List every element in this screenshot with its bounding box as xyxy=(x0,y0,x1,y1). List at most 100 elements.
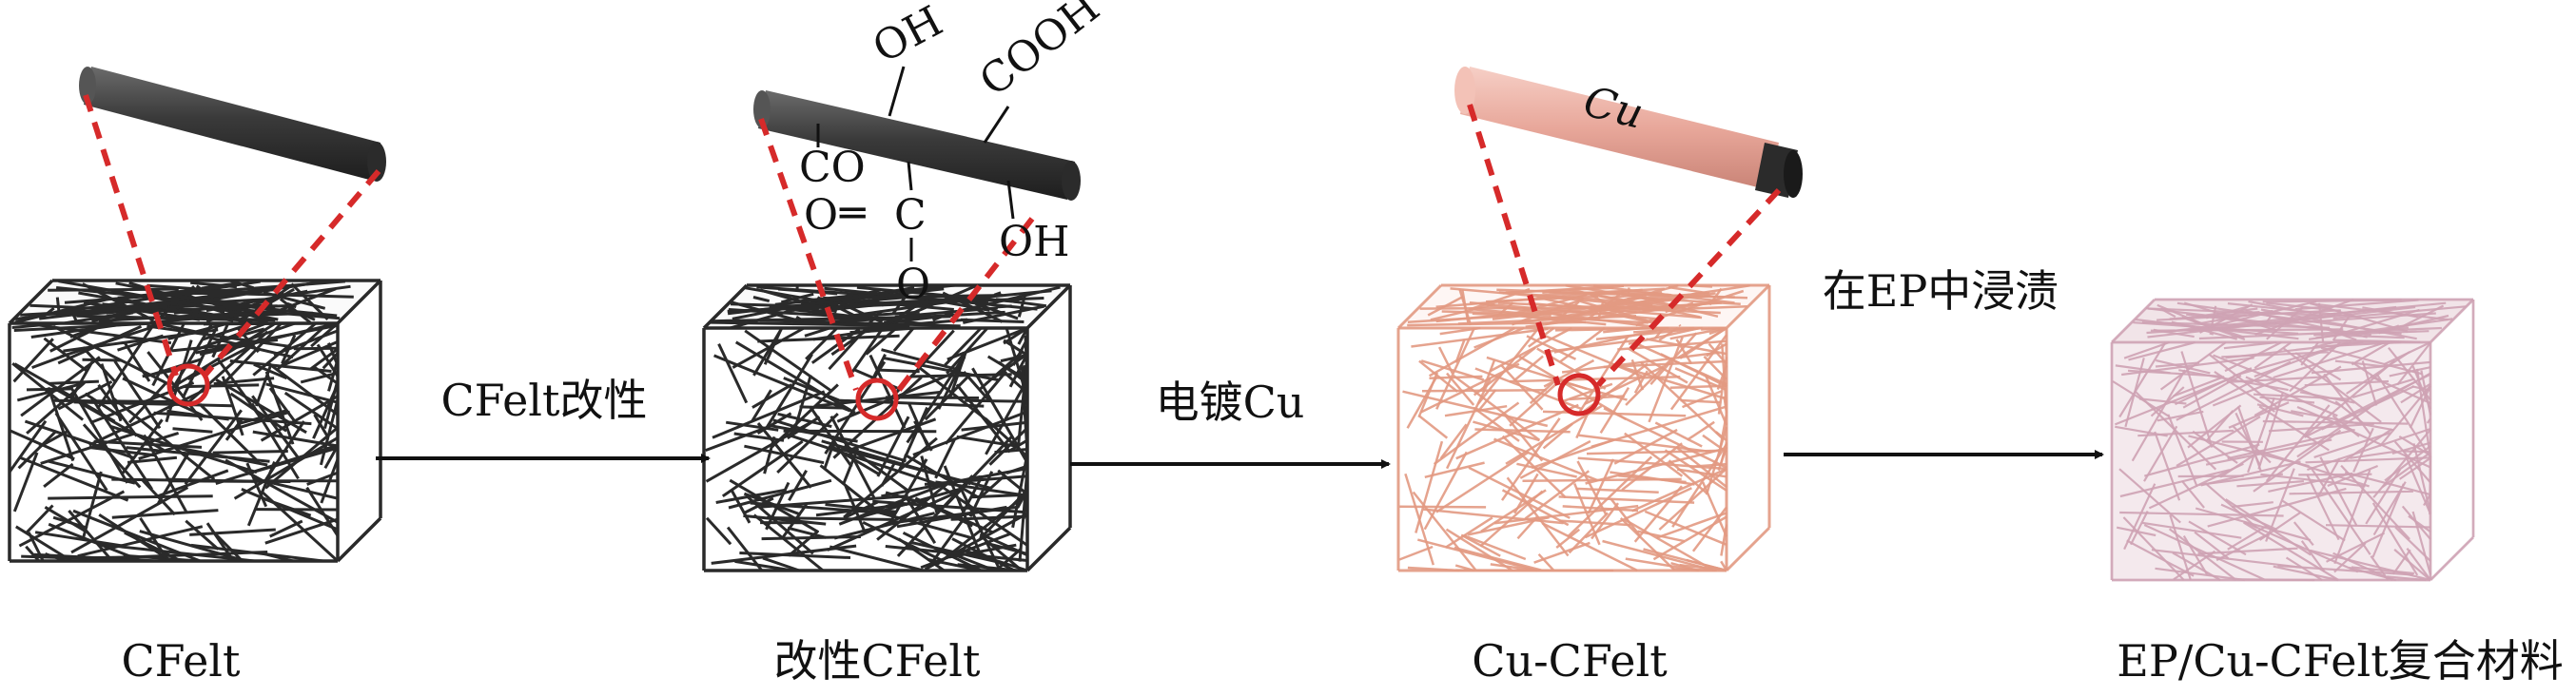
fiber-strand xyxy=(2227,429,2355,460)
fiber-strand xyxy=(1445,528,1513,572)
fiber-strand xyxy=(97,383,138,437)
fiber-strand xyxy=(276,321,329,371)
fiber-strand xyxy=(730,302,845,309)
fiber-strand xyxy=(1587,458,1615,514)
fiber-strand xyxy=(300,371,339,384)
fiber-strand xyxy=(880,459,897,487)
fiber-strand xyxy=(2248,300,2313,315)
fiber-strand xyxy=(739,552,851,559)
fiber-strand xyxy=(751,383,792,409)
fiber-strand xyxy=(43,462,74,488)
fiber-strand xyxy=(986,541,1028,555)
fiber-strand xyxy=(1668,459,1708,494)
fiber-strand xyxy=(840,447,992,490)
fiber-strand xyxy=(2293,521,2314,547)
fiber-strand xyxy=(2389,366,2431,378)
fiber-strand xyxy=(2383,341,2431,366)
fiber-strand xyxy=(2351,566,2415,575)
fiber-strand xyxy=(1568,288,1653,307)
fiber-strand xyxy=(1417,415,1449,439)
fiber-strand xyxy=(891,286,914,315)
fiber-strand xyxy=(825,503,898,513)
fiber-strand xyxy=(1506,476,1570,557)
zoom-dashed-lines-3 xyxy=(1467,104,1782,388)
fiber-strand xyxy=(2260,308,2417,340)
fiber-strand xyxy=(2236,406,2263,473)
fiber-strand xyxy=(1512,355,1544,382)
fiber-strand xyxy=(994,448,1028,455)
ester-o-left: O xyxy=(804,191,839,240)
fiber-strand xyxy=(2266,301,2341,313)
stage-label-modified-cfelt: 改性CFelt xyxy=(773,635,981,687)
fiber-strand xyxy=(1575,414,1589,439)
fiber-strand xyxy=(2169,311,2260,320)
fiber-strand xyxy=(1568,512,1609,554)
stage-label-cu-cfelt: Cu-CFelt xyxy=(1472,635,1668,687)
co-group: CO xyxy=(799,144,866,192)
fiber-strand xyxy=(1619,517,1675,571)
fiber-strand xyxy=(819,464,878,512)
fiber-strand xyxy=(2182,374,2242,409)
fiber-strand xyxy=(1610,497,1641,536)
fiber-strand xyxy=(2220,503,2277,531)
fiber-strand xyxy=(1701,481,1728,537)
fiber-strand xyxy=(149,308,296,324)
fiber-strand xyxy=(2332,552,2393,582)
fiber-strand xyxy=(2265,316,2273,323)
fiber-strand xyxy=(138,410,291,460)
fiber-strand xyxy=(2317,457,2341,496)
fiber-strand xyxy=(1415,440,1444,533)
fiber-strand xyxy=(214,532,244,563)
fiber-strand xyxy=(2231,501,2274,509)
fiber-strand xyxy=(2128,340,2195,361)
fiber-strand xyxy=(2154,431,2181,501)
fiber-strand xyxy=(2212,378,2280,407)
fiber-strand xyxy=(1501,489,1570,527)
fiber-strand xyxy=(2155,361,2200,368)
fiber-strand xyxy=(2285,556,2323,581)
fiber-strand xyxy=(2204,482,2257,529)
fiber-strand xyxy=(221,321,283,386)
fiber-strand xyxy=(1589,292,1621,313)
felt-edge xyxy=(1025,526,1072,572)
fiber-strand xyxy=(1457,314,1637,325)
fiber-strand xyxy=(767,516,891,521)
fiber-strand xyxy=(1706,342,1727,358)
fiber-strand xyxy=(139,516,170,562)
fiber-strand xyxy=(1562,505,1639,513)
fiber-strand xyxy=(25,504,54,534)
fiber-strand xyxy=(2406,548,2431,581)
step-label-electroplating: 电镀Cu xyxy=(1155,377,1305,428)
step-label-impregnation: 在EP中浸渍 xyxy=(1822,265,2059,317)
zoom-dashed-lines-2 xyxy=(758,118,1035,392)
fiber-strand xyxy=(2150,386,2185,417)
fiber-strand xyxy=(824,286,1038,311)
fiber-strand xyxy=(1486,356,1588,391)
fiber-strand xyxy=(2388,347,2431,401)
fiber-strand xyxy=(12,338,54,383)
modified-carbon-felt-block xyxy=(702,283,1072,572)
fiber-strand xyxy=(216,357,263,419)
fiber-strand xyxy=(1624,432,1684,477)
fiber-strand xyxy=(2281,499,2346,542)
fiber-strand xyxy=(795,316,805,322)
fiber-strand xyxy=(2167,414,2198,488)
fiber-strand xyxy=(2197,547,2298,555)
fiber-strand xyxy=(762,556,800,572)
fiber-strand xyxy=(777,287,838,296)
fiber-strand xyxy=(934,437,957,479)
fiber-strand xyxy=(82,358,123,362)
fiber-strand xyxy=(769,305,819,311)
fiber-strand xyxy=(2304,379,2390,387)
fiber-strand xyxy=(761,535,861,541)
fiber-strand xyxy=(2282,347,2382,423)
fiber-strand xyxy=(2148,462,2244,510)
fiber-strand xyxy=(1668,285,1709,295)
fiber-strand xyxy=(1460,533,1501,557)
fiber-strand xyxy=(166,409,229,421)
zoom-dashed-lines xyxy=(83,94,381,378)
fiber-strand xyxy=(88,446,155,457)
fiber-strand xyxy=(1588,290,1625,320)
fiber-strand xyxy=(2143,425,2178,482)
fiber-strand xyxy=(875,368,920,374)
